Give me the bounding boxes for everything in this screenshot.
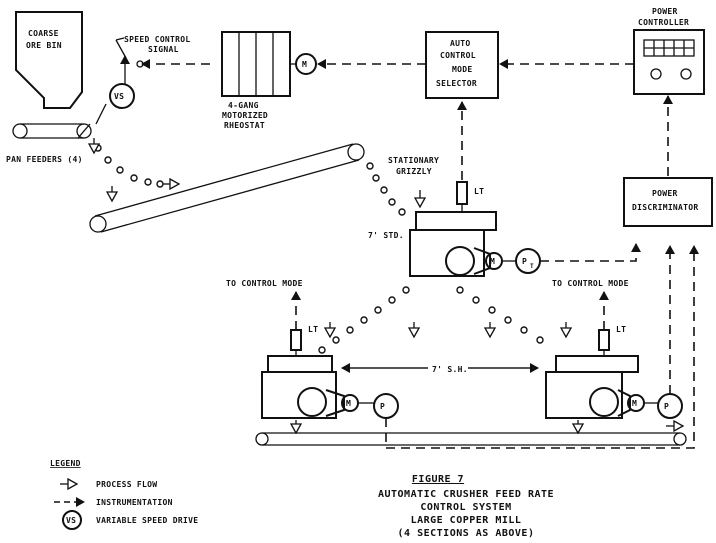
auto-label-1: AUTO	[450, 39, 470, 48]
legend-title: LEGEND	[50, 459, 81, 468]
auto-control-mode-selector: AUTO CONTROL MODE SELECTOR	[425, 31, 499, 99]
vs-label: VS	[114, 92, 124, 101]
caption-line2: CONTROL SYSTEM	[420, 502, 511, 513]
to-control-left-label: TO CONTROL MODE	[226, 279, 303, 288]
caption-line1: AUTOMATIC CRUSHER FEED RATE	[378, 489, 554, 500]
legend-variable-speed: VARIABLE SPEED DRIVE	[96, 516, 198, 525]
caption-figure: FIGURE 7	[412, 474, 464, 485]
speed-control-signal: SPEED CONTROL SIGNAL	[115, 35, 210, 69]
ore-flow-dots-split	[318, 286, 566, 354]
legend: LEGEND PROCESS FLOW INSTRUMENTATION VS V…	[50, 459, 198, 530]
to-control-right-label: TO CONTROL MODE	[552, 279, 629, 288]
left-lt-label: LT	[308, 325, 318, 334]
power-ctrl-label-2: CONTROLLER	[638, 18, 689, 27]
coarse-bin-label-2: ORE BIN	[26, 41, 62, 50]
coarse-ore-bin: COARSE ORE BIN	[15, 11, 83, 109]
speed-signal-label-2: SIGNAL	[148, 45, 179, 54]
bottom-conveyor	[255, 426, 687, 446]
power-ctrl-label-1: POWER	[652, 7, 678, 16]
power-discriminator: POWER DISCRIMINATOR	[623, 95, 713, 227]
caption-line4: (4 SECTIONS AS ABOVE)	[398, 528, 535, 539]
right-pt-label: P	[664, 402, 669, 411]
std-lt-label: LT	[474, 187, 484, 196]
left-motor-label: M	[346, 399, 351, 408]
rheostat-label-3: RHEOSTAT	[224, 121, 265, 130]
stationary-grizzly: STATIONARY GRIZZLY	[366, 156, 439, 216]
auto-label-4: SELECTOR	[436, 79, 477, 88]
auto-label-2: CONTROL	[440, 51, 476, 60]
rheostat-motor-label: M	[302, 60, 307, 69]
variable-speed-drive: VS	[95, 55, 135, 125]
auto-label-3: MODE	[452, 65, 472, 74]
pan-feeder-conveyor: PAN FEEDERS (4)	[6, 123, 92, 164]
legend-instrumentation: INSTRUMENTATION	[96, 498, 173, 507]
sh-crusher-label: 7' S.H.	[432, 365, 468, 374]
instrumentation-returns	[385, 245, 699, 449]
standard-crusher: LT M 7' STD. P T	[368, 101, 641, 277]
caption-line3: LARGE COPPER MILL	[411, 515, 522, 526]
speed-signal-label-1: SPEED CONTROL	[124, 35, 191, 44]
grizzly-label-1: STATIONARY	[388, 156, 439, 165]
std-pt-label: P	[522, 257, 527, 266]
legend-vs-symbol: VS	[66, 516, 76, 525]
right-motor-label: M	[632, 399, 637, 408]
power-disc-label-2: DISCRIMINATOR	[632, 203, 699, 212]
grizzly-label-2: GRIZZLY	[396, 167, 432, 176]
coarse-bin-label-1: COARSE	[28, 29, 59, 38]
power-controller: POWER CONTROLLER	[633, 7, 705, 95]
inclined-conveyor	[89, 143, 365, 233]
left-pt-label: P	[380, 402, 385, 411]
std-motor-label: M	[490, 257, 495, 266]
std-pt-sub: T	[530, 263, 534, 270]
pan-feeders-label: PAN FEEDERS (4)	[6, 155, 83, 164]
legend-process-flow: PROCESS FLOW	[96, 480, 157, 489]
short-head-crusher-left: TO CONTROL MODE LT M P	[226, 279, 399, 432]
std-crusher-label: 7' STD.	[368, 231, 404, 240]
rheostat-label-1: 4-GANG	[228, 101, 259, 110]
power-disc-label-1: POWER	[652, 189, 678, 198]
rheostat-label-2: MOTORIZED	[222, 111, 268, 120]
ore-flow-dots-feeder	[94, 138, 178, 200]
right-lt-label: LT	[616, 325, 626, 334]
short-head-crusher-right: TO CONTROL MODE LT M P	[545, 279, 683, 432]
sh-crusher-span: 7' S.H.	[341, 362, 539, 374]
figure-caption: FIGURE 7 AUTOMATIC CRUSHER FEED RATE CON…	[378, 474, 554, 539]
rheostat: 4-GANG MOTORIZED RHEOSTAT M	[221, 31, 317, 130]
